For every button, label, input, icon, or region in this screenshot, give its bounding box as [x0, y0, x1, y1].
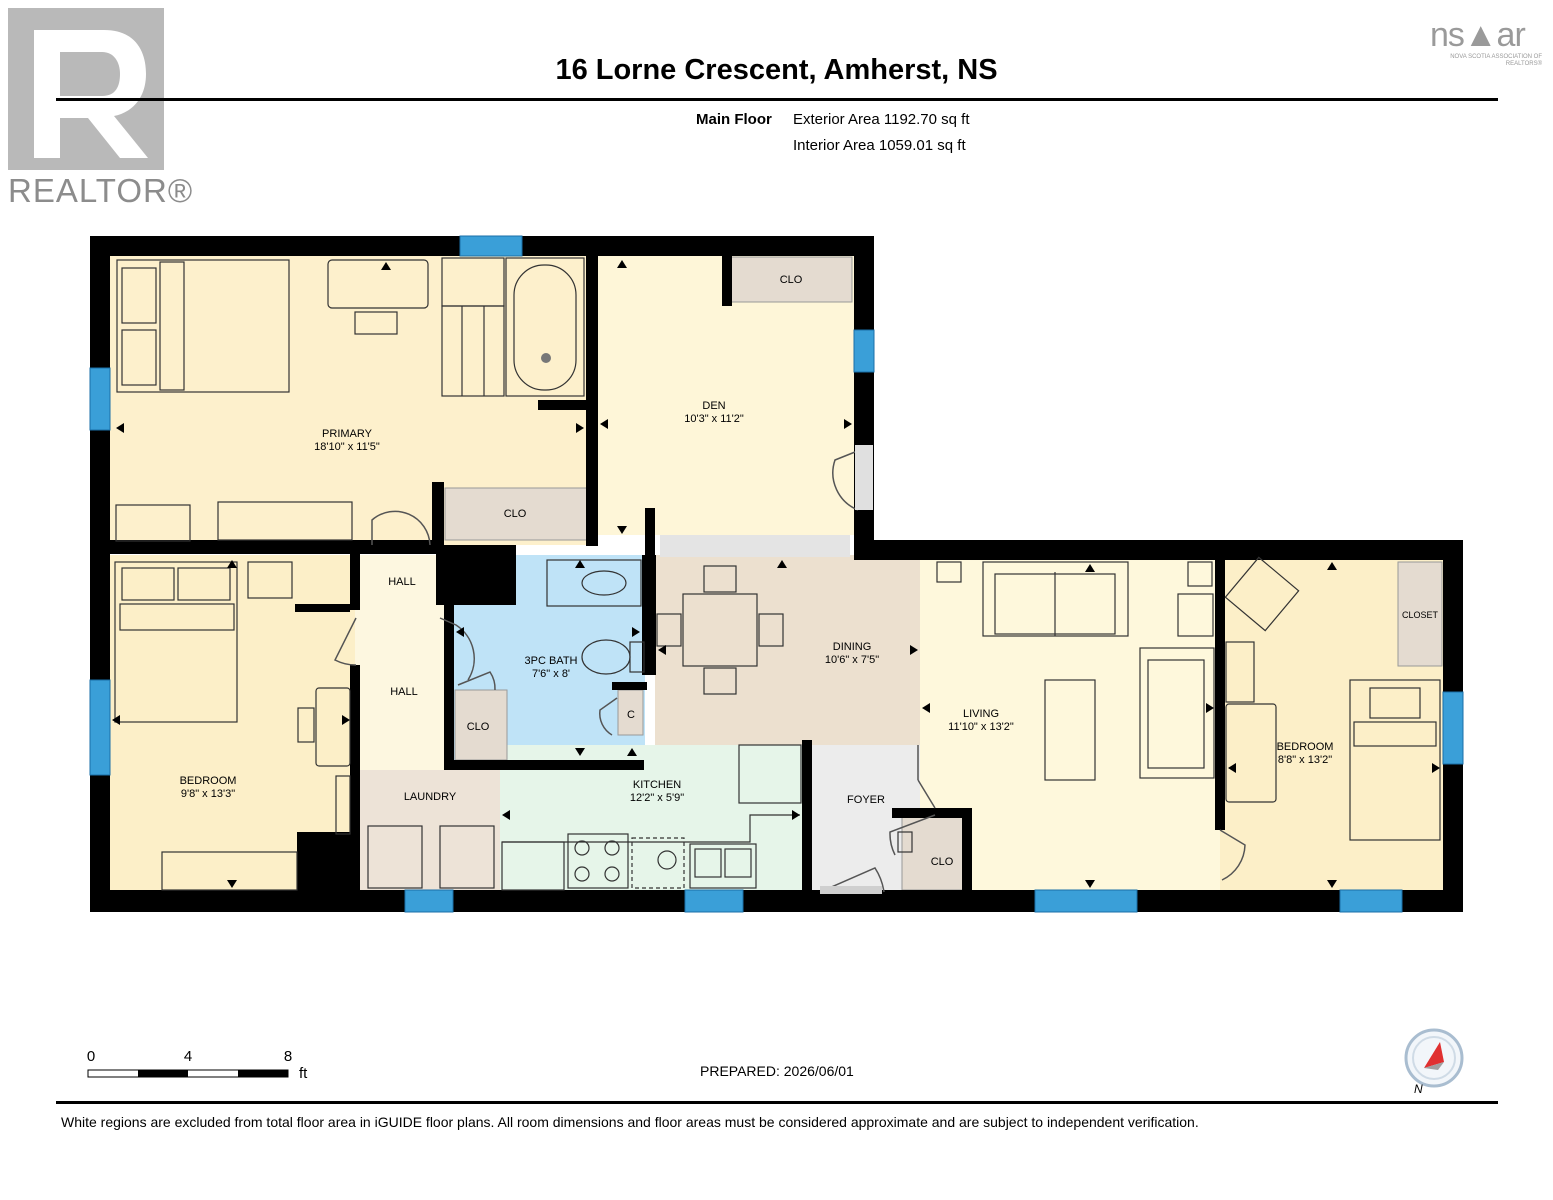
room-label-dining: DINING 10'6" x 7'5" [825, 641, 879, 667]
closet-label: CLO [779, 274, 803, 286]
hall-closet [454, 689, 508, 761]
scale-tick-label: 0 [86, 1048, 96, 1065]
floor-label: Main Floor [696, 111, 772, 128]
room-label-bedroom-right: BEDROOM 8'8" x 13'2" [1277, 741, 1334, 767]
den-closet [729, 256, 853, 303]
compass-label: N [1414, 1082, 1423, 1096]
room-name: 3PC BATH [524, 655, 578, 667]
window [459, 235, 523, 257]
door-swing [439, 617, 475, 681]
room-label-bath: 3PC BATH 7'6" x 8' [525, 655, 578, 681]
closet-label: C [627, 709, 635, 721]
realtor-r-icon [8, 8, 164, 170]
room-label-hall-upper: HALL [388, 576, 416, 588]
door-swing [832, 449, 861, 511]
window [1339, 889, 1403, 913]
nsar-subtitle: NOVA SCOTIA ASSOCIATION OF REALTORS® [1450, 54, 1542, 67]
door-swing [1219, 829, 1246, 881]
door-swing [333, 617, 357, 666]
room-name: BEDROOM [1276, 741, 1334, 753]
room-name: PRIMARY [322, 428, 372, 440]
scale-unit: ft [299, 1065, 308, 1082]
room-dims: 8'8" x 13'2" [1277, 754, 1333, 766]
primary-closet [444, 487, 588, 541]
room-label-living: LIVING 11'10" x 13'2" [948, 708, 1014, 734]
closet-label: CLOSET [1401, 610, 1439, 620]
door-swing [889, 814, 936, 856]
prepared-date: PREPARED: 2026/06/01 [700, 1063, 854, 1079]
door-swing [371, 510, 431, 546]
room-label-den: DEN 10'3" x 11'2" [684, 400, 744, 426]
room-label-laundry: LAUNDRY [403, 791, 457, 803]
room-name: DINING [832, 641, 872, 653]
closet-label: CLO [466, 721, 490, 733]
room-dims: 11'10" x 13'2" [948, 721, 1014, 733]
page-title: 16 Lorne Crescent, Amherst, NS [555, 54, 998, 86]
room-name: KITCHEN [632, 779, 682, 791]
room-label-primary: PRIMARY 18'10" x 11'5" [314, 428, 380, 454]
closet-label: CLO [930, 856, 954, 868]
window [89, 679, 111, 776]
dining-room [655, 555, 920, 745]
window [1442, 691, 1464, 765]
realtor-wordmark: REALTOR® [8, 172, 194, 209]
hall-room [355, 555, 450, 770]
nsar-wordmark: ns▲ar [1430, 16, 1526, 54]
room-dims: 9'8" x 13'3" [180, 788, 236, 800]
right-closet [1397, 561, 1443, 667]
window [853, 329, 875, 373]
room-name: LIVING [962, 708, 1000, 720]
laundry-room [355, 770, 500, 895]
dining-passage [660, 535, 850, 557]
door-swing [599, 697, 618, 736]
door-swing [457, 671, 496, 691]
window [89, 367, 111, 431]
window [684, 889, 744, 913]
room-dims: 10'6" x 7'5" [824, 654, 880, 666]
room-name: BEDROOM [179, 775, 237, 787]
door-swing [917, 779, 936, 809]
door-swing [819, 867, 885, 893]
scale-bar [87, 1069, 289, 1078]
room-dims: 10'3" x 11'2" [684, 413, 744, 425]
closet-label: CLO [503, 508, 527, 520]
scale-tick-label: 8 [283, 1048, 293, 1065]
room-label-hall-lower: HALL [390, 686, 418, 698]
room-label-foyer: FOYER [847, 794, 885, 806]
room-name: DEN [702, 400, 726, 412]
title-rule [56, 98, 1498, 101]
nsar-logo: ns▲ar NOVA SCOTIA ASSOCIATION OF REALTOR… [1430, 16, 1546, 72]
exterior-area: Exterior Area 1192.70 sq ft [793, 111, 970, 128]
compass-icon [1404, 1028, 1464, 1088]
window [404, 889, 454, 913]
interior-area: Interior Area 1059.01 sq ft [793, 137, 966, 154]
realtor-logo: REALTOR® [8, 8, 192, 209]
room-label-bedroom-left: BEDROOM 9'8" x 13'3" [180, 775, 237, 801]
scale-tick-label: 4 [183, 1048, 193, 1065]
room-label-kitchen: KITCHEN 12'2" x 5'9" [630, 779, 684, 805]
disclaimer: White regions are excluded from total fl… [61, 1114, 1199, 1130]
room-dims: 7'6" x 8' [531, 668, 571, 680]
room-dims: 12'2" x 5'9" [629, 792, 685, 804]
room-dims: 18'10" x 11'5" [314, 441, 380, 453]
c-closet [617, 689, 644, 736]
window [1034, 889, 1138, 913]
